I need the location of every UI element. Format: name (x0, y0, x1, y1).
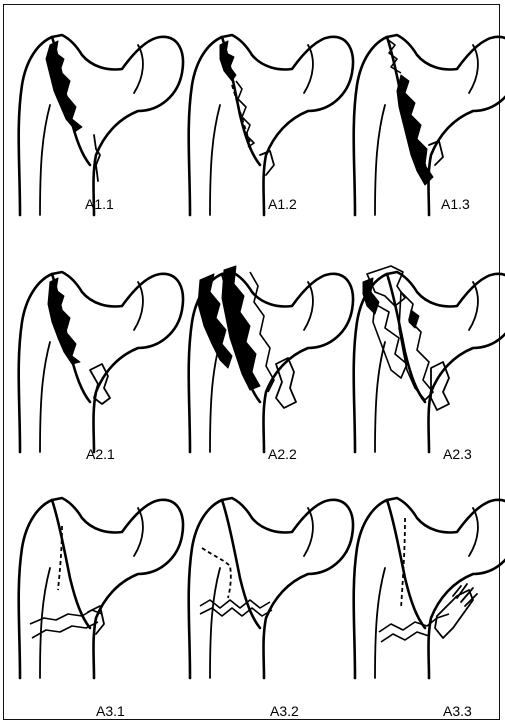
panel-a2-1: A2.1 (19, 272, 183, 462)
panel-label: A2.1 (86, 446, 115, 462)
panel-label: A3.1 (96, 703, 125, 719)
panel-label: A1.2 (268, 196, 297, 212)
panel-label: A1.3 (441, 196, 470, 212)
panel-a1-1: A1.1 (19, 35, 183, 215)
panel-a1-3: A1.3 (354, 35, 505, 215)
panel-a3-1: A3.1 (19, 498, 183, 719)
panel-a3-2: A3.2 (189, 498, 353, 719)
panel-a1-2: A1.2 (189, 35, 353, 215)
panel-label: A3.2 (270, 703, 299, 719)
panel-a2-2: A2.2 (189, 266, 353, 462)
panel-a2-3: A2.3 (354, 266, 505, 462)
panel-label: A2.2 (268, 446, 297, 462)
panel-label: A3.3 (443, 703, 472, 719)
panel-label: A1.1 (85, 196, 114, 212)
panel-label: A2.3 (443, 446, 472, 462)
panel-a3-3: A3.3 (354, 498, 505, 719)
